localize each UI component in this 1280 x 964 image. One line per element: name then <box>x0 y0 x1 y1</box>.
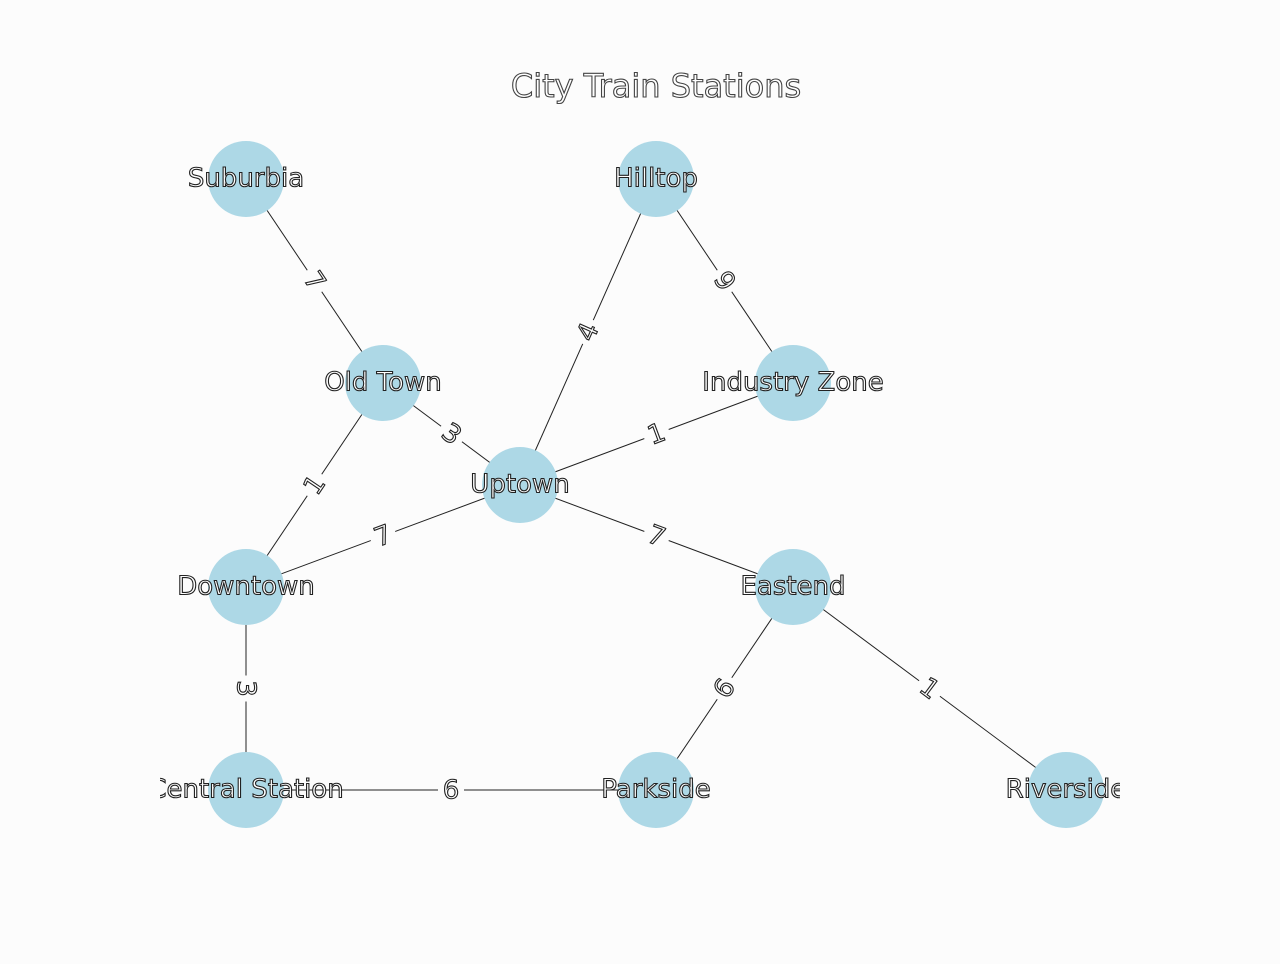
station-node-suburbia[interactable]: Suburbia <box>187 141 305 217</box>
edge-weight-background <box>639 415 674 453</box>
edge-weight-suburbia-old-town: 7 <box>294 261 335 301</box>
edge-weight-label: 6 <box>443 776 460 806</box>
edge-weight-background <box>704 261 745 301</box>
station-circle <box>755 345 831 421</box>
diagram-title: City Train Stations <box>511 67 801 105</box>
station-label: Downtown <box>177 572 315 602</box>
station-label: Central Station <box>148 775 343 805</box>
station-node-hilltop[interactable]: Hilltop <box>614 141 698 217</box>
edge-weight-background <box>910 668 949 709</box>
edges-layer <box>245 178 1067 791</box>
station-label: Industry Zone <box>702 368 883 398</box>
edge-weight-hilltop-industry-zone: 9 <box>704 261 745 301</box>
edge-weight-old-town-uptown: 3 <box>432 414 471 454</box>
station-label: Uptown <box>470 470 569 500</box>
station-circle <box>208 549 284 625</box>
edge-weight-background <box>438 775 464 805</box>
station-node-downtown[interactable]: Downtown <box>177 549 315 625</box>
station-label: Eastend <box>740 572 845 602</box>
station-circle <box>618 141 694 217</box>
station-node-parkside[interactable]: Parkside <box>601 752 711 828</box>
station-circle <box>482 447 558 523</box>
edge-weight-background <box>639 517 674 555</box>
edge-weight-background <box>294 261 335 301</box>
edge-weight-old-town-downtown: 1 <box>294 465 335 505</box>
station-node-central-station[interactable]: Central Station <box>148 752 344 828</box>
station-node-eastend[interactable]: Eastend <box>740 549 846 625</box>
edge-weight-background <box>704 669 745 708</box>
station-circle <box>618 752 694 828</box>
edge-weight-eastend-parkside: 6 <box>704 669 745 708</box>
edge-weight-central-station-parkside: 6 <box>438 775 464 806</box>
edge-weight-background <box>365 517 401 555</box>
station-label: Parkside <box>601 775 710 805</box>
edge-weight-background <box>231 675 261 702</box>
edge-weight-uptown-downtown: 7 <box>365 517 401 555</box>
station-label: Hilltop <box>614 164 698 194</box>
station-circle <box>1028 752 1104 828</box>
station-circle <box>208 752 284 828</box>
station-node-old-town[interactable]: Old Town <box>324 345 442 421</box>
station-label: Riverside <box>1006 775 1127 805</box>
edge-weight-background <box>294 465 335 505</box>
station-circle <box>208 141 284 217</box>
station-label: Suburbia <box>188 164 304 194</box>
station-circle <box>755 549 831 625</box>
edge-weight-background <box>432 414 471 454</box>
edge-weight-uptown-eastend: 7 <box>639 517 674 555</box>
edge-weight-label: 3 <box>231 680 261 697</box>
station-label: Old Town <box>324 368 442 398</box>
edge-weight-downtown-central-station: 3 <box>230 675 261 702</box>
station-circle <box>345 345 421 421</box>
edge-weight-eastend-riverside: 1 <box>910 668 949 709</box>
station-node-riverside[interactable]: Riverside <box>1005 752 1127 828</box>
station-node-industry-zone[interactable]: Industry Zone <box>702 345 884 421</box>
station-node-uptown[interactable]: Uptown <box>470 447 570 523</box>
edge-weight-uptown-industry-zone: 1 <box>639 415 674 453</box>
edge-weight-background <box>569 314 607 350</box>
edge-weight-hilltop-uptown: 4 <box>569 314 607 350</box>
